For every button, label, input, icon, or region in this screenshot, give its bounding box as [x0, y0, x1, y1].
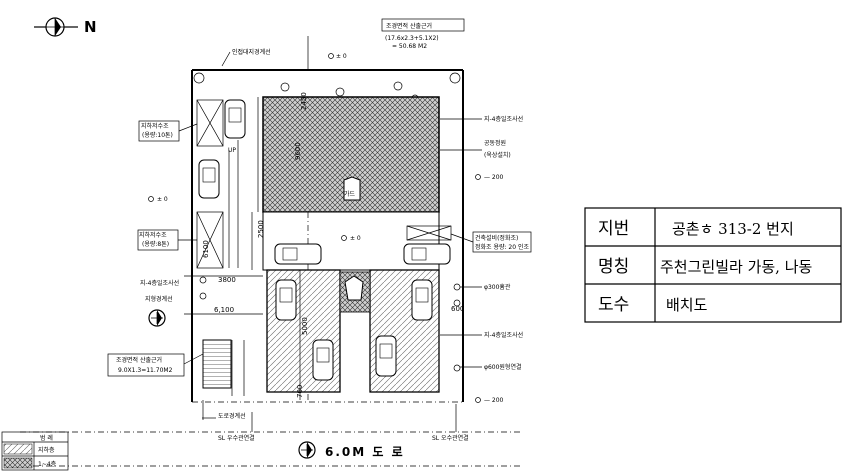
dim-600: 600 [451, 305, 464, 313]
landscape-note-formula: 9.0X1.3=11.70M2 [118, 367, 173, 374]
guard-label: 가드 [344, 190, 356, 198]
title-row2-value: 주천그린빌라 가동, 나동 [660, 258, 813, 276]
title-block [584, 207, 842, 323]
header-note-result: = 50.68 M2 [392, 43, 427, 50]
title-row3-label: 도수 [598, 295, 629, 315]
level-top: ± 0 [336, 53, 347, 60]
dim-2500: 2500 [257, 220, 265, 238]
water-tank-left-label: 지하저수조 [141, 122, 169, 130]
road-label: 6.0M 도 로 [325, 445, 405, 459]
dim-5000: 5000 [301, 317, 309, 335]
parking-cars [198, 99, 451, 381]
title-row1-value: 공촌ㅎ 313-2 번지 [672, 220, 794, 238]
section-marker-icon [148, 309, 166, 327]
water-tank-left-capacity: (용량:10톤) [142, 132, 173, 139]
dim-9600: 9600 [294, 142, 302, 160]
header-note-formula: (17.6x2.3+5.1X2) [385, 35, 439, 42]
level-bottom-right: — 200 [484, 397, 504, 404]
pipe-300-label: φ300흄관 [484, 283, 511, 291]
title-row2-label: 명칭 [598, 257, 629, 277]
level-left: ± 0 [157, 196, 168, 203]
adjacent-boundary-label: 인접대지경계선 [232, 48, 271, 56]
dim-6100: 6,100 [214, 306, 234, 314]
common-garden-label: 공동정원 [484, 139, 506, 147]
septic-capacity: 정화조 용량: 20 인조 [475, 244, 529, 251]
up-label: UP [228, 147, 236, 154]
adjacent-line-right-label: 지-4층일조사선 [484, 115, 523, 123]
north-label: N [84, 18, 97, 36]
title-row3-value: 배치도 [666, 296, 708, 314]
legend-row1: 지하층 [38, 446, 55, 454]
water-tank-boxes [196, 99, 452, 269]
header-landscape-note: 조경면적 산출근거 (17.6x2.3+5.1X2) = 50.68 M2 [381, 18, 465, 50]
site-line-left-label: 지형경계선 [145, 295, 173, 303]
legend [1, 431, 69, 471]
adjacent-line-right2-label: 지-4층일조사선 [484, 331, 523, 339]
dim-3800: 3800 [218, 276, 236, 284]
title-row1-label: 지번 [598, 219, 629, 239]
entrance-stairs [202, 339, 232, 389]
road-marker-icon [298, 441, 316, 459]
legend-header: 범 례 [40, 434, 53, 442]
legend-row2: 1~4층 [38, 460, 57, 468]
dim-2450: 2450 [300, 92, 308, 110]
north-arrow-icon [34, 17, 78, 37]
dim-700: 700 [296, 385, 304, 398]
fire-line-left-label: 지-4층일조사선 [140, 279, 179, 287]
water-tank-left2-label: 지하저수조 [139, 231, 167, 239]
water-tank-left2-capacity: (용량:8톤) [142, 241, 169, 248]
landscape-note-title: 조경면적 산출근거 [116, 356, 162, 364]
site-boundary [191, 69, 464, 403]
level-center: ± 0 [350, 235, 361, 242]
sewer-left-label: SL 우수관연결 [218, 434, 255, 442]
header-note-title: 조경면적 산출근거 [386, 22, 432, 30]
pentagon-mark [344, 275, 364, 301]
sewer-right-label: SL 오수관연결 [432, 434, 469, 442]
guard-house [343, 176, 361, 201]
pipe-600-label: φ600원형연결 [484, 363, 522, 371]
level-right: — 200 [484, 174, 504, 181]
road-boundary-label: 도로경계선 [218, 412, 246, 420]
common-garden-sub: (옥상설치) [484, 151, 511, 159]
septic-title: 건축설비(정화조) [475, 234, 518, 242]
dim-6100-vertical: 6100 [202, 240, 210, 258]
